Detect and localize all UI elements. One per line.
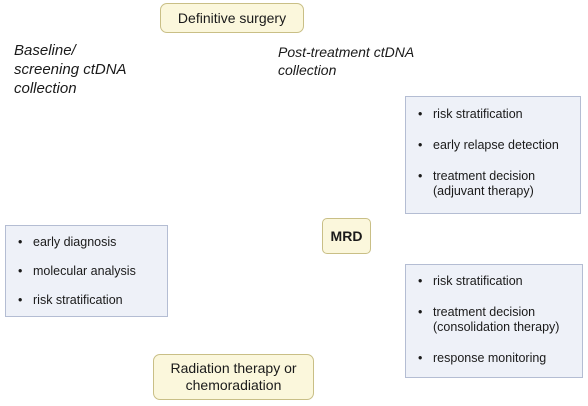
list-item: response monitoring (418, 351, 572, 366)
list-item: early relapse detection (418, 138, 570, 153)
list-item: risk stratification (418, 107, 570, 122)
post-radiation-uses-list: risk stratification treatment decision (… (418, 274, 572, 366)
baseline-caption: Baseline/ screening ctDNA collection (14, 41, 127, 98)
definitive-surgery-label: Definitive surgery (160, 3, 304, 33)
radiation-therapy-label: Radiation therapy or chemoradiation (153, 354, 314, 400)
post-surgery-uses-box: risk stratification early relapse detect… (405, 96, 581, 214)
baseline-caption-line2: screening ctDNA (14, 61, 127, 78)
list-item-line2: (consolidation therapy) (433, 320, 560, 334)
list-item-line1: treatment decision (433, 305, 536, 319)
post-radiation-uses-box: risk stratification treatment decision (… (405, 264, 583, 378)
post-caption-line2: collection (278, 62, 337, 78)
radiation-label-line1: Radiation therapy or (170, 360, 297, 376)
baseline-caption-line1: Baseline/ (14, 42, 76, 59)
list-item: risk stratification (418, 274, 572, 289)
post-treatment-caption: Post-treatment ctDNA collection (278, 43, 414, 79)
list-item: risk stratification (18, 293, 157, 308)
baseline-uses-box: early diagnosis molecular analysis risk … (5, 225, 168, 317)
list-item-line2: (adjuvant therapy) (433, 184, 534, 198)
list-item: early diagnosis (18, 235, 157, 250)
list-item: molecular analysis (18, 264, 157, 279)
list-item-line1: treatment decision (433, 169, 536, 183)
radiation-label-line2: chemoradiation (185, 377, 282, 393)
mrd-label: MRD (322, 218, 371, 254)
list-item: treatment decision (consolidation therap… (418, 305, 572, 335)
baseline-caption-line3: collection (14, 80, 77, 97)
baseline-uses-list: early diagnosis molecular analysis risk … (18, 235, 157, 308)
list-item: treatment decision (adjuvant therapy) (418, 169, 570, 199)
post-caption-line1: Post-treatment ctDNA (278, 44, 415, 60)
post-surgery-uses-list: risk stratification early relapse detect… (418, 107, 570, 199)
